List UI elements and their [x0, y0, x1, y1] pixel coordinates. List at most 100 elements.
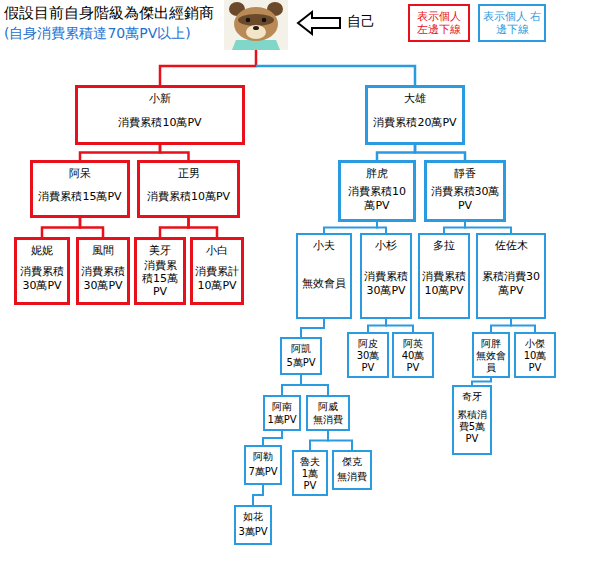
right-downline-box: 阿英40萬PV [392, 332, 434, 378]
pv-amount: 40萬PV [396, 350, 430, 374]
legend-text: 表示個人 左邊下線 [412, 10, 466, 36]
pv-amount: 消費累計10萬PV [195, 257, 239, 300]
downline-connector [324, 222, 377, 233]
right-downline-box: 如花3萬PV [234, 505, 272, 545]
pv-amount: 3萬PV [238, 523, 267, 541]
downline-connector [253, 485, 263, 505]
right-downline-box: 佐佐木累積消費30萬PV [476, 233, 546, 319]
self-left-line [160, 50, 256, 85]
pv-amount: 消費累積30萬PV [81, 257, 125, 300]
right-downline-box: 阿凱5萬PV [280, 337, 322, 375]
left-downline-box: 風間消費累積30萬PV [76, 237, 130, 305]
right-downline-box: 多拉消費累積10萬PV [418, 233, 470, 319]
member-name: 靜香 [454, 167, 476, 180]
pv-amount: 累積消費30萬PV [480, 252, 542, 315]
icon-shirt [232, 40, 280, 50]
member-name: 阿凱 [291, 343, 311, 355]
left-downline-box: 小白消費累計10萬PV [190, 237, 244, 305]
downline-connector [511, 319, 535, 332]
downline-connector [444, 222, 465, 233]
pv-amount: 無效會員 [476, 350, 506, 374]
left-downline-box: 美牙消費累積15萬PV [134, 237, 186, 305]
pv-amount: 1萬PV [296, 468, 324, 492]
pv-amount: 5萬PV [286, 355, 315, 371]
member-name: 胖虎 [366, 167, 388, 180]
right-downline-box: 阿南1萬PV [263, 395, 301, 431]
downline-connector [415, 145, 465, 160]
legend-swatch: 表示個人 右邊下線 [478, 4, 546, 42]
pv-amount: 消費累積30萬PV [19, 257, 65, 300]
pv-amount: 消費累積10萬PV [118, 105, 201, 140]
icon-head [234, 7, 278, 41]
pv-amount: 消費累積15萬PV [38, 180, 121, 213]
legend-swatch: 表示個人 左邊下線 [408, 4, 470, 42]
downline-connector [465, 222, 511, 233]
member-name: 小杉 [375, 239, 397, 252]
pv-amount: 30萬PV [351, 350, 385, 374]
right-downline-box: 小杉消費累積30萬PV [360, 233, 412, 319]
downline-connector [368, 319, 386, 332]
downline-connector [80, 218, 103, 237]
subtitle-note: (自身消費累積達70萬PV以上) [4, 25, 191, 42]
title: 假設目前自身階級為傑出經銷商 [4, 4, 214, 22]
pv-amount: 無消費 [313, 413, 343, 427]
member-name: 阿南 [272, 401, 292, 413]
downline-connector [377, 145, 415, 160]
pv-amount: 消費累積15萬PV [139, 257, 181, 300]
right-downline-box: 小傑10萬PV [514, 332, 556, 378]
left-downline-box: 妮妮消費累積30萬PV [14, 237, 70, 305]
downline-connector [328, 431, 352, 450]
member-name: 風間 [92, 244, 114, 257]
member-name: 大雄 [404, 92, 426, 105]
downline-connector [386, 319, 413, 332]
downline-connector [491, 319, 511, 332]
icon-nose [253, 26, 259, 30]
right-downline-box: 魯夫1萬PV [292, 450, 328, 496]
member-name: 正男 [178, 167, 200, 180]
pv-amount: 消費累積30萬PV [429, 180, 501, 217]
pv-amount: 消費累積20萬PV [373, 105, 456, 140]
right-downline-box: 阿勒7萬PV [244, 445, 282, 485]
member-name: 奇牙 [462, 391, 482, 403]
downline-connector [189, 218, 218, 237]
downline-connector [80, 145, 160, 160]
self-label: 自己 [347, 13, 375, 30]
downline-connector [160, 218, 189, 237]
right-downline-box: 胖虎消費累積10萬PV [338, 160, 416, 222]
left-downline-box: 正男消費累積10萬PV [137, 160, 240, 218]
right-downline-box: 大雄消費累積20萬PV [365, 85, 465, 145]
legend-text: 表示個人 右邊下線 [482, 10, 542, 36]
member-name: 小傑 [525, 338, 545, 350]
self-icon [224, 0, 288, 50]
pv-amount: 累積消費5萬PV [456, 403, 488, 451]
left-downline-box: 阿呆消費累積15萬PV [30, 160, 130, 218]
pv-amount: 7萬PV [248, 463, 277, 481]
member-name: 如花 [243, 511, 263, 523]
right-downline-box: 傑克無消費 [332, 450, 372, 490]
pv-amount: 消費累積10萬PV [343, 180, 411, 217]
member-name: 阿勒 [253, 451, 273, 463]
member-name: 阿威 [318, 401, 338, 413]
pv-amount: 1萬PV [267, 413, 296, 427]
downline-connector [310, 431, 328, 450]
right-downline-box: 阿威無消費 [306, 395, 350, 431]
pv-amount: 消費累積10萬PV [422, 252, 466, 315]
member-name: 佐佐木 [495, 239, 528, 252]
member-name: 阿皮 [358, 338, 378, 350]
member-name: 妮妮 [31, 244, 53, 257]
downline-connector [160, 145, 189, 160]
left-downline-box: 小新消費累積10萬PV [75, 85, 245, 145]
member-name: 美牙 [149, 244, 171, 257]
icon-eye [246, 18, 251, 23]
self-right-line [256, 66, 415, 85]
icon-ground [224, 0, 288, 50]
right-downline-box: 阿胖無效會員 [472, 332, 510, 378]
member-name: 阿呆 [69, 167, 91, 180]
downline-connector [263, 431, 282, 445]
member-name: 傑克 [342, 456, 362, 468]
member-name: 魯夫 [300, 456, 320, 468]
icon-eye [262, 18, 267, 23]
downline-connector [472, 378, 491, 385]
pointer-arrow [298, 12, 340, 34]
icon-muzzle [246, 25, 266, 39]
